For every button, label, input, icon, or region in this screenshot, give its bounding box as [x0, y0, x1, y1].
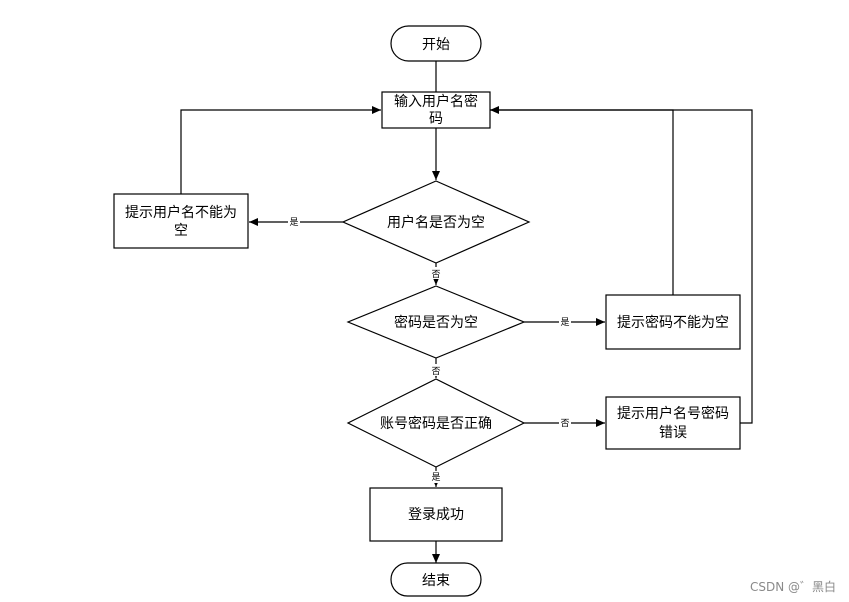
prompt-username-text-line2: 空 [174, 223, 188, 239]
label-username-yes: 是 [289, 217, 298, 228]
label-password-yes: 是 [560, 317, 569, 328]
node-prompt-error: 提示用户名号密码 错误 [605, 396, 741, 450]
node-input: 输入用户名密 码 [381, 91, 491, 129]
edge-prompt-password-back [490, 106, 674, 295]
edge-prompt-error-back [490, 109, 753, 424]
node-check-credentials: 账号密码是否正确 [346, 378, 526, 468]
label-username-no: 否 [431, 269, 440, 280]
check-credentials-text: 账号密码是否正确 [380, 415, 492, 432]
prompt-username-text-line1: 提示用户名不能为 [125, 204, 237, 221]
node-end: 结束 [390, 562, 482, 597]
label-credentials-no: 否 [560, 418, 569, 429]
check-password-text: 密码是否为空 [394, 314, 478, 331]
node-login-success: 登录成功 [369, 487, 503, 542]
label-password-no: 否 [431, 366, 440, 377]
prompt-password-text: 提示密码不能为空 [617, 314, 729, 331]
prompt-error-text-line2: 错误 [659, 425, 687, 441]
node-check-username: 用户名是否为空 [341, 180, 531, 264]
check-username-text: 用户名是否为空 [387, 214, 485, 231]
node-prompt-username: 提示用户名不能为 空 [113, 193, 249, 249]
label-credentials-yes: 是 [431, 472, 440, 483]
input-text-line1: 输入用户名密 [394, 93, 478, 110]
node-prompt-password: 提示密码不能为空 [605, 294, 741, 350]
login-success-text: 登录成功 [408, 507, 464, 523]
edge-prompt-username-back [180, 106, 381, 194]
edge-labels: 是 否 是 否 否 是 [288, 216, 571, 483]
watermark: CSDN @゛黑白 [750, 579, 836, 594]
prompt-error-text-line1: 提示用户名号密码 [617, 405, 729, 422]
node-check-password: 密码是否为空 [346, 285, 526, 359]
node-start: 开始 [390, 25, 482, 62]
start-text: 开始 [422, 37, 450, 53]
input-text-line2: 码 [429, 111, 443, 127]
end-text: 结束 [422, 573, 450, 589]
